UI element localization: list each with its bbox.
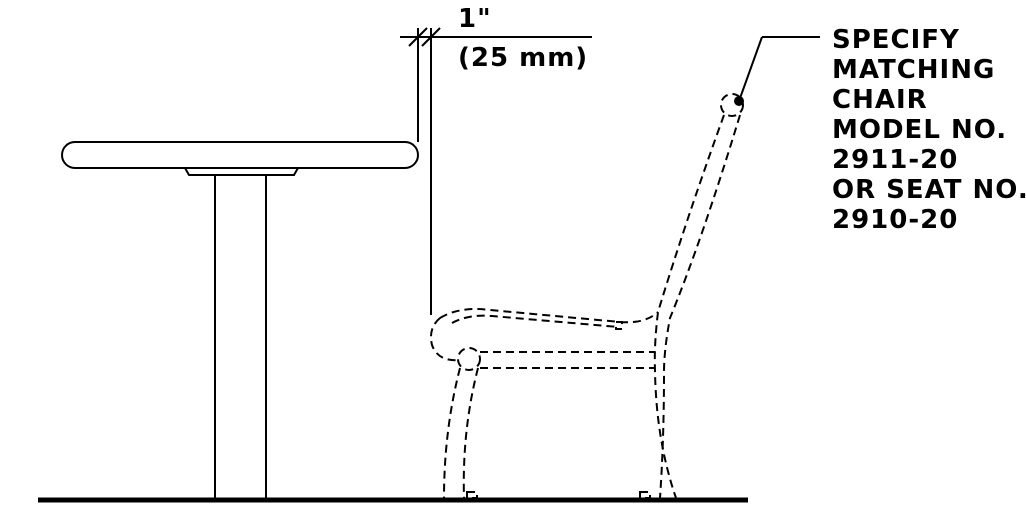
chair-seat-clip [615,321,623,330]
chair-front-leg-outer [443,367,461,499]
callout-line: 2911-20 [832,145,958,175]
callout-line: MATCHING [832,55,995,85]
chair-knuckle [457,347,481,371]
chair-back-outer [653,114,725,499]
chair-front-foot [466,491,478,499]
table [61,141,419,500]
table-top [61,141,419,169]
dimension-tick-left [408,27,428,47]
chair-seat-upper [439,308,659,324]
callout-text: SPECIFY MATCHING CHAIR MODEL NO. 2911-20… [832,25,1026,235]
callout-leader [738,36,820,102]
chair-outline [430,93,744,499]
chair-seat-front-curl [430,317,461,362]
dimension-tick-right [421,27,441,47]
dimension-metric: (25 mm) [458,43,588,73]
callout-line: OR SEAT NO. [832,175,1026,205]
leader-diagonal [738,36,763,102]
callout-line: SPECIFY [832,25,960,55]
dimension-value: 1" [458,4,492,34]
chair-back-foot [639,491,651,499]
chair-back-inner [659,114,741,499]
clearance-dimension: 1" (25 mm) [400,4,592,315]
chair-finial [720,93,744,117]
callout-line: 2910-20 [832,205,958,235]
callout-line: CHAIR [832,85,928,115]
table-apron [184,167,299,176]
callout-line: MODEL NO. [832,115,1007,145]
chair-front-leg-inner [462,367,479,499]
chair-seat-lower [451,314,619,328]
